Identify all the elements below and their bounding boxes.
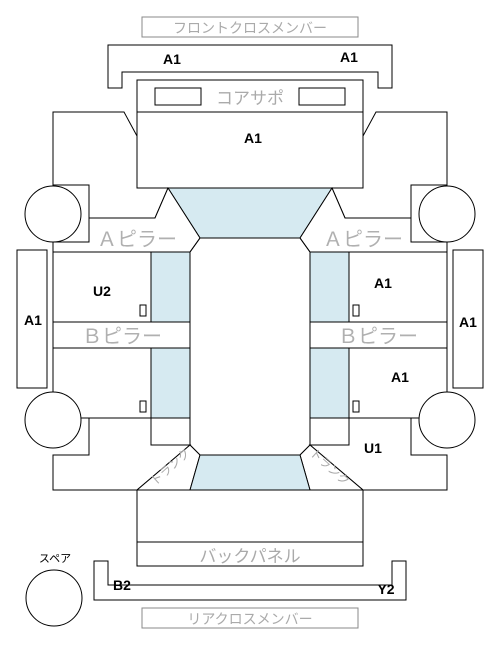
rear-cross-member [93, 560, 407, 601]
front-cross-member-label: フロントクロスメンバー [173, 21, 327, 37]
front-cross-member-box [141, 16, 359, 38]
headlight-left [154, 87, 202, 106]
rear-right-door-grade: A1 [391, 369, 409, 385]
b-pillar-right-label: Ｂピラー [338, 324, 418, 348]
rear-right-door-handle [352, 400, 360, 413]
rear-left-window [150, 347, 191, 419]
front-left-door-grade: U2 [93, 283, 111, 299]
front-cross-member-right-grade: A1 [340, 49, 358, 65]
trunk-lid [136, 489, 364, 543]
rear-left-door-handle [139, 400, 147, 413]
a-pillar-left-label: Ａピラー [97, 227, 177, 251]
front-left-door-handle [139, 304, 147, 317]
front-right-tire [418, 185, 476, 243]
cabin-outline [189, 237, 311, 456]
hood-grade: A1 [244, 130, 262, 146]
front-left-tire [24, 185, 82, 243]
rear-cross-member-label: リアクロスメンバー [187, 612, 312, 628]
front-cross-member [107, 44, 393, 89]
rear-cross-member-box [141, 607, 359, 629]
b-pillar-right-panel [309, 321, 448, 349]
spare-tire [25, 569, 83, 627]
b-pillar-left-panel [52, 321, 191, 349]
rear-cross-member-right-grade: Y2 [377, 581, 394, 597]
rear-right-quarter [308, 417, 448, 491]
rear-cross-member-left-grade: B2 [113, 577, 131, 593]
front-right-door-grade: A1 [374, 275, 392, 291]
front-right-door [348, 251, 448, 323]
rear-left-tire [24, 391, 82, 449]
a-pillar-right-label: Ａピラー [323, 227, 403, 251]
back-panel-label: バックパネル [199, 547, 300, 567]
left-rocker [16, 249, 48, 389]
b-pillar-left-label: Ｂピラー [82, 324, 162, 348]
right-rocker-grade: A1 [459, 314, 477, 330]
rear-left-quarter [52, 417, 192, 491]
right-rocker [452, 249, 484, 389]
front-right-window [309, 251, 350, 323]
spare-tire-label: スペア [39, 552, 71, 565]
front-cross-member-left-grade: A1 [163, 51, 181, 67]
back-panel [136, 541, 364, 567]
rear-right-window [309, 347, 350, 419]
core-support-label: コアサポ [216, 89, 284, 109]
left-rocker-grade: A1 [24, 312, 42, 328]
hood [136, 111, 364, 189]
headlight-right [298, 87, 346, 106]
front-right-door-handle [352, 304, 360, 317]
rear-right-tire [418, 391, 476, 449]
front-left-window [150, 251, 191, 323]
rear-right-quarter-grade: U1 [364, 440, 382, 456]
rear-window [189, 454, 311, 491]
